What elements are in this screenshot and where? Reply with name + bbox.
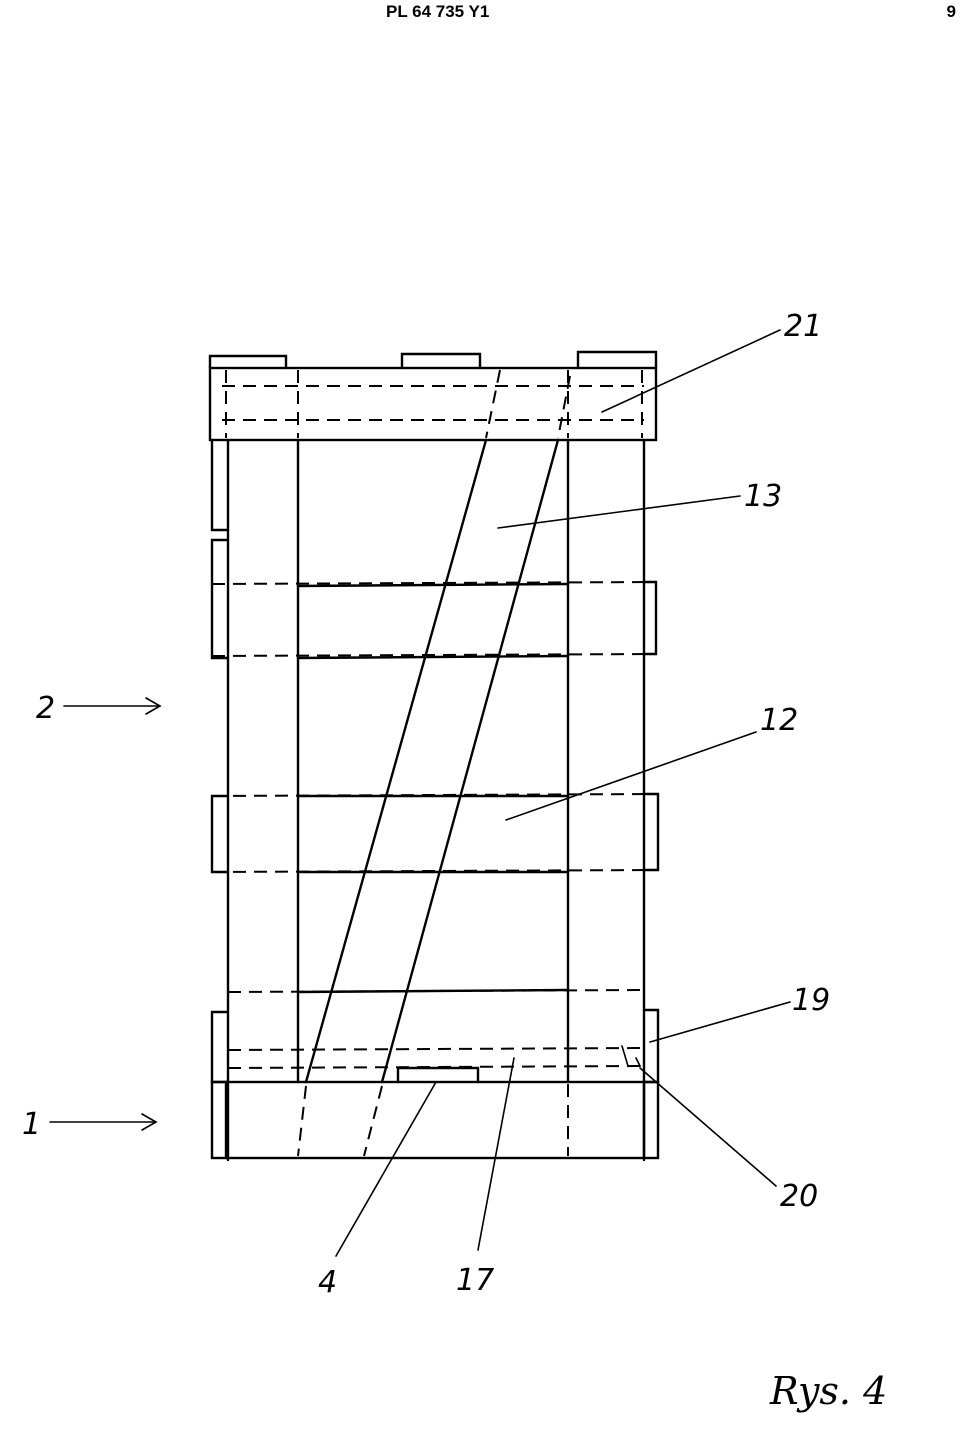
label-1: 1 [22,1107,41,1142]
label-12: 12 [760,703,798,738]
diagonal-brace [297,369,571,1157]
slat-middle [210,792,660,874]
label-21: 21 [784,309,822,344]
figure-caption: Rys. 4 [769,1369,887,1413]
page-number: 9 [946,2,956,21]
label-19: 19 [792,983,830,1018]
bottom-base [210,1008,660,1160]
label-17: 17 [456,1263,494,1298]
corner-detail [621,1045,642,1067]
top-board [208,366,658,442]
leader-lines [49,329,791,1257]
frame-posts [210,438,646,1162]
label-20: 20 [780,1179,818,1214]
label-2: 2 [36,691,55,726]
publication-number: PL 64 735 Y1 [386,2,490,21]
label-4: 4 [318,1265,337,1300]
label-13: 13 [744,479,782,514]
slat-lower [227,988,645,1069]
slat-upper [211,580,658,660]
top-blocks [208,350,658,370]
